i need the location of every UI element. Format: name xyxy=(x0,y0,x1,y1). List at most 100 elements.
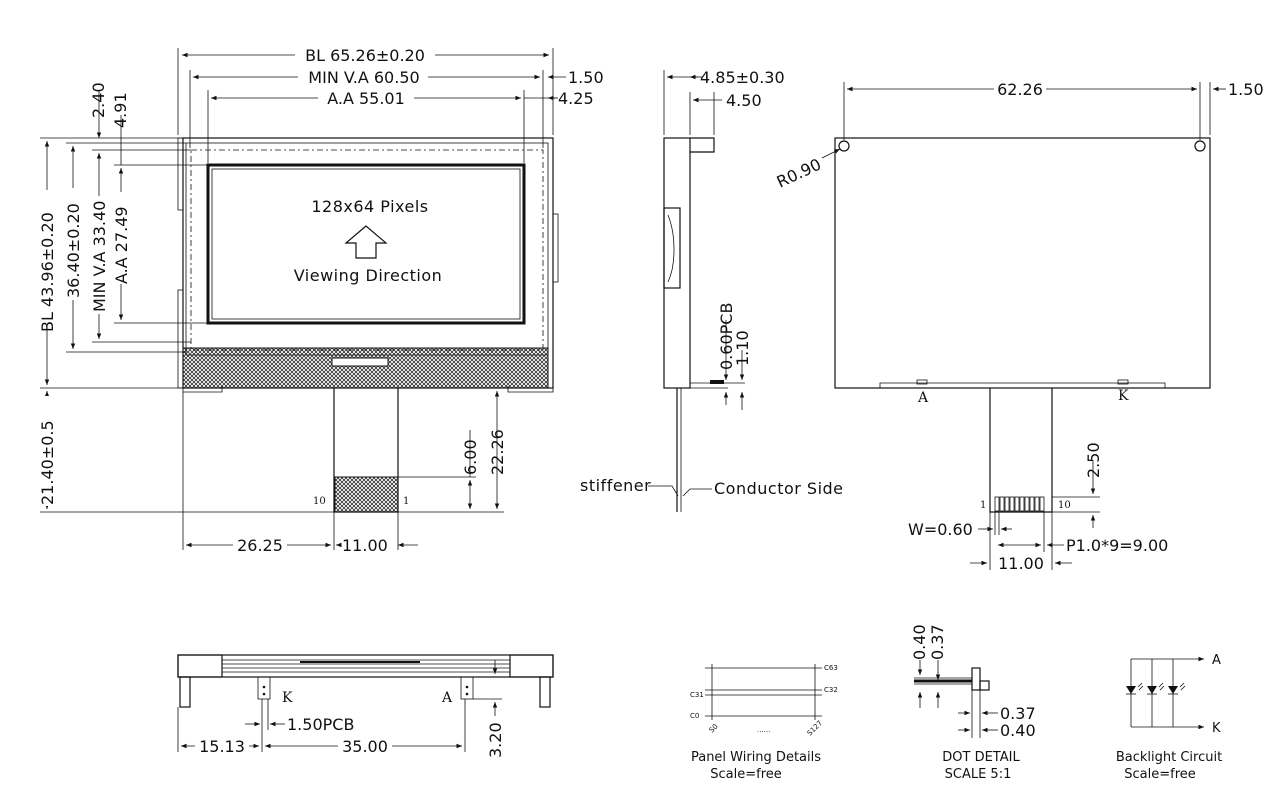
left-tab-top xyxy=(177,137,184,211)
dim-bl-height: BL 43.96±0.20 xyxy=(38,212,57,332)
back-pin-10: 10 xyxy=(1058,500,1071,511)
conductor-side-label: Conductor Side xyxy=(714,479,844,498)
dim-fpc-6-00: 6.00 xyxy=(461,439,480,475)
back-view: A K 62.26 1.50 R0.90 1 10 xyxy=(774,80,1264,573)
back-outline xyxy=(834,137,1211,389)
panel-wiring-scale: Scale=free xyxy=(710,767,782,782)
bottom-a-label: A xyxy=(441,690,453,706)
side-top-lip xyxy=(690,137,715,153)
dim-2-40: 2.40 xyxy=(89,82,108,118)
stiffener-label: stiffener xyxy=(580,476,651,495)
glass-ledge xyxy=(182,347,549,389)
dim-aa-width: A.A 55.01 xyxy=(327,89,405,108)
dot-v-0-37: 0.37 xyxy=(928,624,947,660)
dot-h-0-40: 0.40 xyxy=(1000,721,1036,740)
dim-0-60pcb: 0.60PCB xyxy=(717,303,736,370)
mount-hole-right xyxy=(1194,140,1206,152)
bottom-body xyxy=(177,654,554,678)
dots-label: ...... xyxy=(757,726,770,734)
dot-h-0-37: 0.37 xyxy=(1000,704,1036,723)
dim-62-26: 62.26 xyxy=(997,80,1043,99)
dim-36-40: 36.40±0.20 xyxy=(64,203,83,298)
dim-aa-height: A.A 27.49 xyxy=(112,206,131,284)
dim-min-va-width: MIN V.A 60.50 xyxy=(308,68,419,87)
active-area-inner xyxy=(211,168,521,320)
dim-1-50pcb: 1.50PCB xyxy=(287,715,354,734)
dim-bl-width: BL 65.26±0.20 xyxy=(305,46,425,65)
dim-4-91: 4.91 xyxy=(111,92,130,128)
back-pin-1: 1 xyxy=(980,500,986,511)
dim-1-50: 1.50 xyxy=(568,68,604,87)
backlight-a-label: A xyxy=(1212,653,1221,668)
dim-fpc-length: 21.40±0.5 xyxy=(38,420,57,505)
side-clip xyxy=(663,207,681,289)
foot-left xyxy=(182,386,223,393)
side-clip-curve xyxy=(667,214,675,283)
led-icon-2 xyxy=(1147,686,1157,694)
bottom-leg-right xyxy=(539,676,551,708)
backlight-scale: Scale=free xyxy=(1124,767,1196,782)
backlight-circuit: A K Backlight Circuit Scale=free xyxy=(1116,653,1222,782)
ic-chip xyxy=(331,357,389,367)
panel-wiring: C63 C32 C31 C0 S0 ...... S127 Panel Wiri… xyxy=(690,664,838,782)
pitch-label: P1.0*9=9.00 xyxy=(1066,536,1168,555)
back-fpc-pins xyxy=(994,496,1045,512)
radius-label: R0.90 xyxy=(774,155,824,192)
mount-hole-left xyxy=(838,140,850,152)
left-tab-bottom xyxy=(177,289,184,389)
active-area xyxy=(206,163,526,325)
dim-2-50: 2.50 xyxy=(1084,442,1103,478)
dim-4-85: 4.85±0.30 xyxy=(700,68,785,87)
conductor-leader xyxy=(682,488,712,497)
led-icon-3 xyxy=(1168,686,1178,694)
dim-35-00: 35.00 xyxy=(342,737,388,756)
dim-min-va-height: MIN V.A 33.40 xyxy=(90,201,109,312)
stiffener-leader xyxy=(648,485,679,497)
back-anode-label: A xyxy=(917,390,929,406)
backlight-title: Backlight Circuit xyxy=(1116,750,1222,765)
s127-label: S127 xyxy=(806,719,824,737)
panel-wiring-title: Panel Wiring Details xyxy=(691,750,821,765)
back-fpc xyxy=(989,388,1053,513)
c63-label: C63 xyxy=(824,664,838,672)
dot-detail: 0.40 0.37 0.37 0.40 DOT DETAIL SCALE 5:1 xyxy=(910,624,1036,782)
fpc-contacts xyxy=(334,476,399,513)
c32-label: C32 xyxy=(824,686,838,694)
foot-right xyxy=(507,386,554,393)
dim-26-25: 26.25 xyxy=(237,536,283,555)
right-tab xyxy=(552,213,559,283)
s0-label: S0 xyxy=(708,722,720,734)
dim-4-25: 4.25 xyxy=(558,89,594,108)
dim-15-13: 15.13 xyxy=(199,737,245,756)
dot-detail-scale: SCALE 5:1 xyxy=(945,767,1012,782)
dim-3-20: 3.20 xyxy=(486,722,505,758)
led-icon-1 xyxy=(1126,686,1136,694)
pixels-label: 128x64 Pixels xyxy=(311,197,428,216)
c0-label: C0 xyxy=(690,712,699,720)
front-view: 10 1 128x64 Pixels Viewing Direction BL … xyxy=(38,45,604,555)
dim-11-00-front: 11.00 xyxy=(342,536,388,555)
dim-back-11-00: 11.00 xyxy=(998,554,1044,573)
side-view: 4.85±0.30 4.50 0.60PCB 1.10 stiffener Co… xyxy=(580,68,844,512)
dim-4-50: 4.50 xyxy=(726,91,762,110)
bottom-view: K A 1.50PCB 15.13 35.00 3.20 xyxy=(177,654,554,758)
dim-back-1-50: 1.50 xyxy=(1228,80,1264,99)
width-w-label: W=0.60 xyxy=(908,520,973,539)
back-cathode-label: K xyxy=(1118,388,1129,404)
viewing-arrow-icon xyxy=(344,225,388,259)
viewing-direction-label: Viewing Direction xyxy=(294,266,443,285)
c31-label: C31 xyxy=(690,691,704,699)
fpc-pin-1: 1 xyxy=(403,496,409,507)
min-va-outline xyxy=(190,149,544,351)
bottom-cap-right xyxy=(509,654,554,678)
dim-1-10: 1.10 xyxy=(733,330,752,366)
side-body xyxy=(663,137,691,389)
fpc-pin-10: 10 xyxy=(313,496,326,507)
dim-fpc-22-26: 22.26 xyxy=(488,429,507,475)
back-step xyxy=(879,382,1166,388)
bottom-cap-left xyxy=(177,654,223,678)
dot-detail-title: DOT DETAIL xyxy=(942,750,1020,765)
backlight-k-label: K xyxy=(1212,721,1221,736)
bottom-leg-left xyxy=(179,676,191,708)
